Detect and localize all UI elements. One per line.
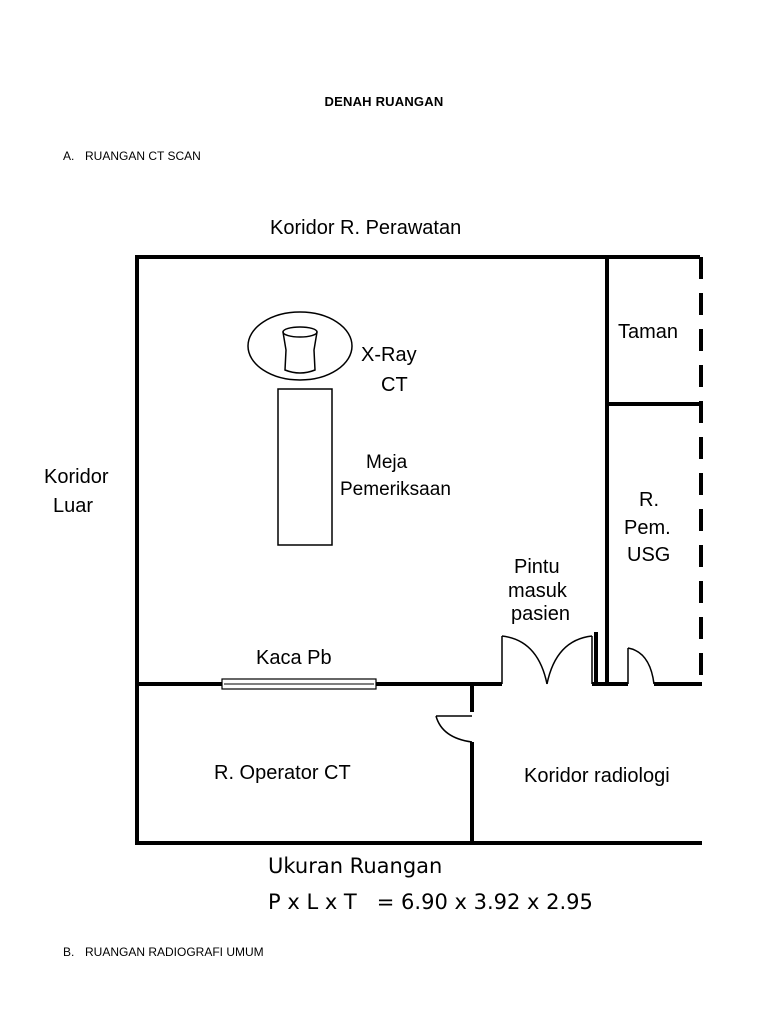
operator-room-label: R. Operator CT [214, 762, 351, 784]
exam-table-label-1: Meja [366, 452, 408, 473]
section-b-number: B. [63, 945, 75, 959]
ct-bore-top-icon [282, 326, 318, 338]
patient-double-door-icon [501, 635, 593, 685]
usg-door-icon [627, 647, 655, 685]
exam-table-label-2: Pemeriksaan [340, 479, 451, 500]
usg-room-label-2: Pem. [624, 517, 671, 539]
top-corridor-label: Koridor R. Perawatan [270, 217, 461, 239]
patient-door-label-1: Pintu [514, 556, 560, 578]
exam-table-icon [277, 388, 333, 546]
usg-room-label-1: R. [639, 489, 659, 511]
section-a-label: RUANGAN CT SCAN [85, 149, 201, 163]
patient-door-label-2: masuk [508, 580, 568, 602]
walls [135, 255, 702, 845]
usg-room-label-3: USG [627, 544, 670, 566]
lead-glass-label: Kaca Pb [256, 647, 332, 669]
room-size-formula: P x L x T = 6.90 x 3.92 x 2.95 [268, 890, 593, 914]
ct-bore-icon [282, 331, 318, 374]
section-a-heading: A. RUANGAN CT SCAN [63, 149, 201, 163]
section-a-number: A. [63, 149, 75, 163]
section-b-heading: B. RUANGAN RADIOGRAFI UMUM [63, 945, 264, 959]
room-size-title: Ukuran Ruangan [268, 854, 442, 878]
ct-gantry-icon [247, 311, 353, 381]
section-b-label: RUANGAN RADIOGRAFI UMUM [85, 945, 264, 959]
left-corridor-label-2: Luar [53, 495, 93, 517]
radiology-corridor-label: Koridor radiologi [524, 765, 670, 787]
operator-door-icon [435, 715, 473, 743]
ct-machine-label-1: X-Ray [361, 344, 417, 366]
document-title: DENAH RUANGAN [324, 94, 444, 109]
garden-label: Taman [618, 321, 678, 343]
ct-machine-label-2: CT [381, 374, 408, 396]
left-corridor-label-1: Koridor [44, 466, 109, 488]
patient-door-label-3: pasien [511, 603, 570, 625]
